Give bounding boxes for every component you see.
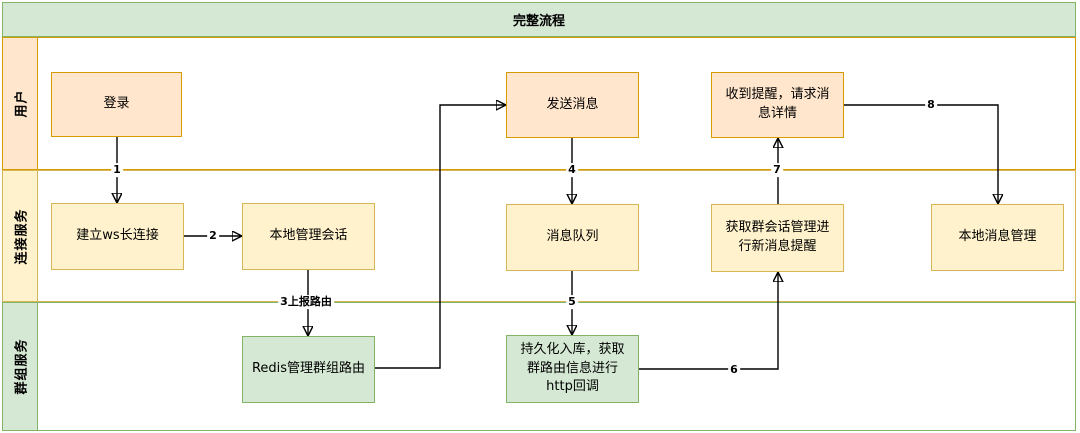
edge-label-3-report-route: 3上报路由 xyxy=(278,295,334,309)
lane-label-user: 用户 xyxy=(14,89,30,118)
node-message-queue[interactable]: 消息队列 xyxy=(506,204,639,271)
lane-header-connection-service[interactable]: 连接服务 xyxy=(2,170,38,302)
node-send-message[interactable]: 发送消息 xyxy=(506,72,639,138)
node-local-message-management[interactable]: 本地消息管理 xyxy=(931,204,1064,271)
node-send-message-label: 发送消息 xyxy=(546,96,599,112)
lane-label-connection-service: 连接服务 xyxy=(14,207,30,265)
pool-title: 完整流程 xyxy=(2,2,1076,37)
lane-label-group-service: 群组服务 xyxy=(14,338,30,395)
node-receive-notification-request-detail[interactable]: 收到提醒，请求消息详情 xyxy=(711,72,844,138)
lane-header-group-service[interactable]: 群组服务 xyxy=(2,302,38,431)
node-receive-notification-request-detail-label: 收到提醒，请求消息详情 xyxy=(725,87,830,121)
node-group-session-new-message-reminder-label: 获取群会话管理进行新消息提醒 xyxy=(725,220,830,254)
node-message-queue-label: 消息队列 xyxy=(546,229,599,245)
node-establish-ws-connection[interactable]: 建立ws长连接 xyxy=(51,203,184,270)
edge-label-1: 1 xyxy=(111,163,123,177)
node-local-session-management[interactable]: 本地管理会话 xyxy=(242,203,375,270)
edge-label-2: 2 xyxy=(207,229,219,243)
node-persist-and-http-callback-label: 持久化入库，获取群路由信息进行http回调 xyxy=(520,341,625,395)
edge-label-4: 4 xyxy=(566,163,578,177)
edge-label-6: 6 xyxy=(728,363,740,377)
node-persist-and-http-callback[interactable]: 持久化入库，获取群路由信息进行http回调 xyxy=(506,335,639,403)
node-login-label: 登录 xyxy=(103,96,130,112)
node-establish-ws-connection-label: 建立ws长连接 xyxy=(76,228,159,244)
edge-label-7: 7 xyxy=(771,163,783,177)
node-local-message-management-label: 本地消息管理 xyxy=(958,229,1037,245)
node-login[interactable]: 登录 xyxy=(51,72,182,137)
lane-header-user[interactable]: 用户 xyxy=(2,37,38,170)
node-local-session-management-label: 本地管理会话 xyxy=(269,228,348,244)
edge-label-8: 8 xyxy=(925,98,937,112)
edge-label-5: 5 xyxy=(566,295,578,309)
node-redis-group-routing-label: Redis管理群组路由 xyxy=(251,361,366,377)
node-redis-group-routing[interactable]: Redis管理群组路由 xyxy=(242,336,375,403)
node-group-session-new-message-reminder[interactable]: 获取群会话管理进行新消息提醒 xyxy=(711,204,844,272)
pool-title-label: 完整流程 xyxy=(512,14,565,29)
